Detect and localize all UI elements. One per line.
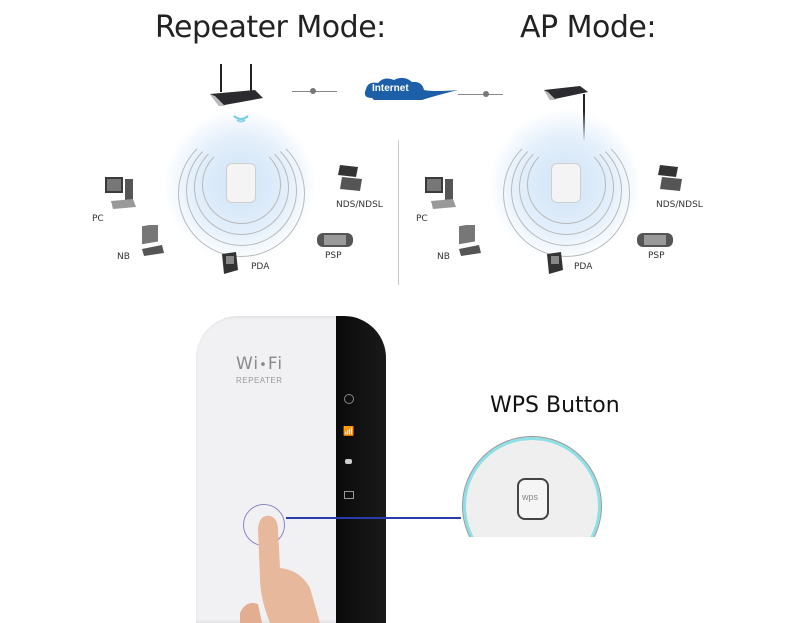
device-label-nb: NB xyxy=(437,252,450,262)
pc-icon xyxy=(425,177,456,209)
signal-ring xyxy=(527,145,606,224)
lan-led-icon xyxy=(344,491,354,499)
signal-ring xyxy=(511,135,622,246)
nds-icon xyxy=(338,165,362,191)
device-label-nb: NB xyxy=(117,252,130,262)
psp-icon xyxy=(637,233,673,247)
ap-mode-title: AP Mode: xyxy=(520,10,657,45)
signal-ring xyxy=(519,140,614,235)
section-divider xyxy=(398,140,399,285)
device-label-psp: PSP xyxy=(648,251,665,261)
signal-ring xyxy=(178,130,305,257)
power-led-icon xyxy=(344,394,354,404)
device-label-pda: PDA xyxy=(251,262,270,272)
repeater-label: REPEATER xyxy=(236,376,283,385)
repeater-device-icon xyxy=(226,163,256,203)
device-label-pc: PC xyxy=(416,214,428,224)
device-label-nds: NDS/NDSL xyxy=(336,200,383,210)
signal-ring xyxy=(202,145,281,224)
wps-led-icon xyxy=(345,459,352,464)
device-label-pda: PDA xyxy=(574,262,593,272)
pda-icon xyxy=(547,252,563,274)
led-panel xyxy=(336,316,386,623)
wps-button-title: WPS Button xyxy=(490,393,620,418)
pda-icon xyxy=(222,252,238,274)
signal-ring xyxy=(503,130,630,257)
connector-line xyxy=(458,94,503,95)
notebook-icon xyxy=(459,225,481,256)
psp-icon xyxy=(317,233,353,247)
wireless-router-icon xyxy=(210,64,263,106)
nds-icon xyxy=(658,165,682,191)
signal-ring xyxy=(194,140,289,235)
device-label-psp: PSP xyxy=(325,251,342,261)
signal-ring xyxy=(186,135,297,246)
wps-button-closeup: wps xyxy=(517,478,549,520)
repeater-mode-title: Repeater Mode: xyxy=(155,10,386,45)
connector-dot xyxy=(310,88,316,94)
pc-icon xyxy=(105,177,136,209)
wireless-led-icon: 📶 xyxy=(343,426,355,436)
wps-zoom-view: wps xyxy=(462,430,602,537)
callout-line xyxy=(286,517,461,519)
ap-device-icon xyxy=(551,163,581,203)
notebook-icon xyxy=(142,225,164,256)
finger-pointer xyxy=(240,515,320,623)
wifi-logo: Wi•Fi xyxy=(236,354,284,374)
connector-dot xyxy=(483,91,489,97)
device-label-nds: NDS/NDSL xyxy=(656,200,703,210)
internet-cloud: Internet xyxy=(362,76,458,104)
internet-label: Internet xyxy=(372,83,409,94)
device-label-pc: PC xyxy=(92,214,104,224)
